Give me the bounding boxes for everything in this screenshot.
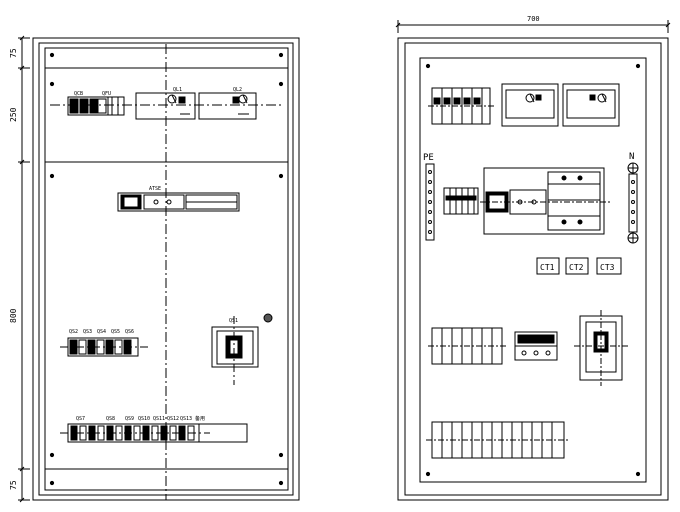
label-ql2: QL2 <box>233 87 242 93</box>
mid-breaker-row <box>60 337 150 357</box>
plate-mid-breakers <box>428 327 506 365</box>
back-outer-frame <box>397 37 669 501</box>
label-atse: ATSE <box>149 186 161 192</box>
dim-main: 800 <box>9 308 18 323</box>
plate-relay-block <box>514 331 558 361</box>
label-qs13: QS13 <box>180 416 192 422</box>
terminal-block <box>443 187 479 215</box>
screw-icon <box>49 452 55 458</box>
label-qs12: QS12 <box>167 416 179 422</box>
dim-top: 75 <box>9 48 18 58</box>
back-inner-frame <box>404 42 662 496</box>
label-qs11: QS11 <box>153 416 165 422</box>
ats-switch <box>117 192 240 212</box>
screw-icon <box>425 63 431 69</box>
screw-icon <box>278 81 284 87</box>
front-dimension-line <box>18 35 30 503</box>
label-ql1: QL1 <box>173 87 182 93</box>
screw-icon <box>635 471 641 477</box>
label-qs10: QS10 <box>138 416 150 422</box>
label-qs9: QS9 <box>125 416 134 422</box>
screw-icon <box>49 173 55 179</box>
screw-icon <box>49 52 55 58</box>
label-ct1: CT1 <box>540 263 555 272</box>
front-view <box>18 35 300 503</box>
screw-icon <box>278 480 284 486</box>
bottom-breaker-row <box>60 423 248 443</box>
dim-bottom: 75 <box>9 480 18 490</box>
label-qs6: QS6 <box>125 329 134 335</box>
ct-box <box>596 257 622 275</box>
back-view <box>395 20 671 501</box>
plate-ats <box>480 167 612 235</box>
label-qs3: QS3 <box>83 329 92 335</box>
label-qs4: QS4 <box>97 329 106 335</box>
label-qs8: QS8 <box>106 416 115 422</box>
screw-icon <box>49 81 55 87</box>
label-qs7: QS7 <box>76 416 85 422</box>
plate-bottom-breakers <box>426 421 570 459</box>
label-pe: PE <box>423 153 434 163</box>
isolator-ql1 <box>135 92 196 120</box>
dim-upper: 250 <box>9 107 18 122</box>
isolator-ql2 <box>198 92 257 120</box>
label-spare: 备用 <box>195 415 205 422</box>
plate-isolator-1 <box>501 83 559 127</box>
plate-isolator-2 <box>562 83 620 127</box>
screw-icon <box>278 173 284 179</box>
plate-main-breaker <box>574 310 628 386</box>
label-ct2: CT2 <box>569 263 584 272</box>
screw-icon <box>278 452 284 458</box>
label-qs1: QS1 <box>229 318 238 324</box>
ct-box <box>565 257 589 275</box>
label-qfu: QFU <box>102 91 111 97</box>
screw-icon <box>425 471 431 477</box>
screw-icon <box>278 52 284 58</box>
ct-box <box>536 257 560 275</box>
label-ct3: CT3 <box>600 263 615 272</box>
screw-icon <box>49 480 55 486</box>
label-n: N <box>629 152 634 162</box>
label-qs2: QS2 <box>69 329 78 335</box>
main-breaker-qs1 <box>211 316 259 385</box>
plate-top-breakers <box>428 87 494 125</box>
indicator-lamp-icon <box>263 313 273 323</box>
top-breaker-group <box>67 96 125 116</box>
dim-width: 700 <box>527 15 540 23</box>
label-qs5: QS5 <box>111 329 120 335</box>
label-qcb: QCB <box>74 91 83 97</box>
mounting-plate <box>419 57 647 483</box>
n-busbar <box>627 162 639 244</box>
pe-busbar <box>425 163 435 241</box>
screw-icon <box>635 63 641 69</box>
